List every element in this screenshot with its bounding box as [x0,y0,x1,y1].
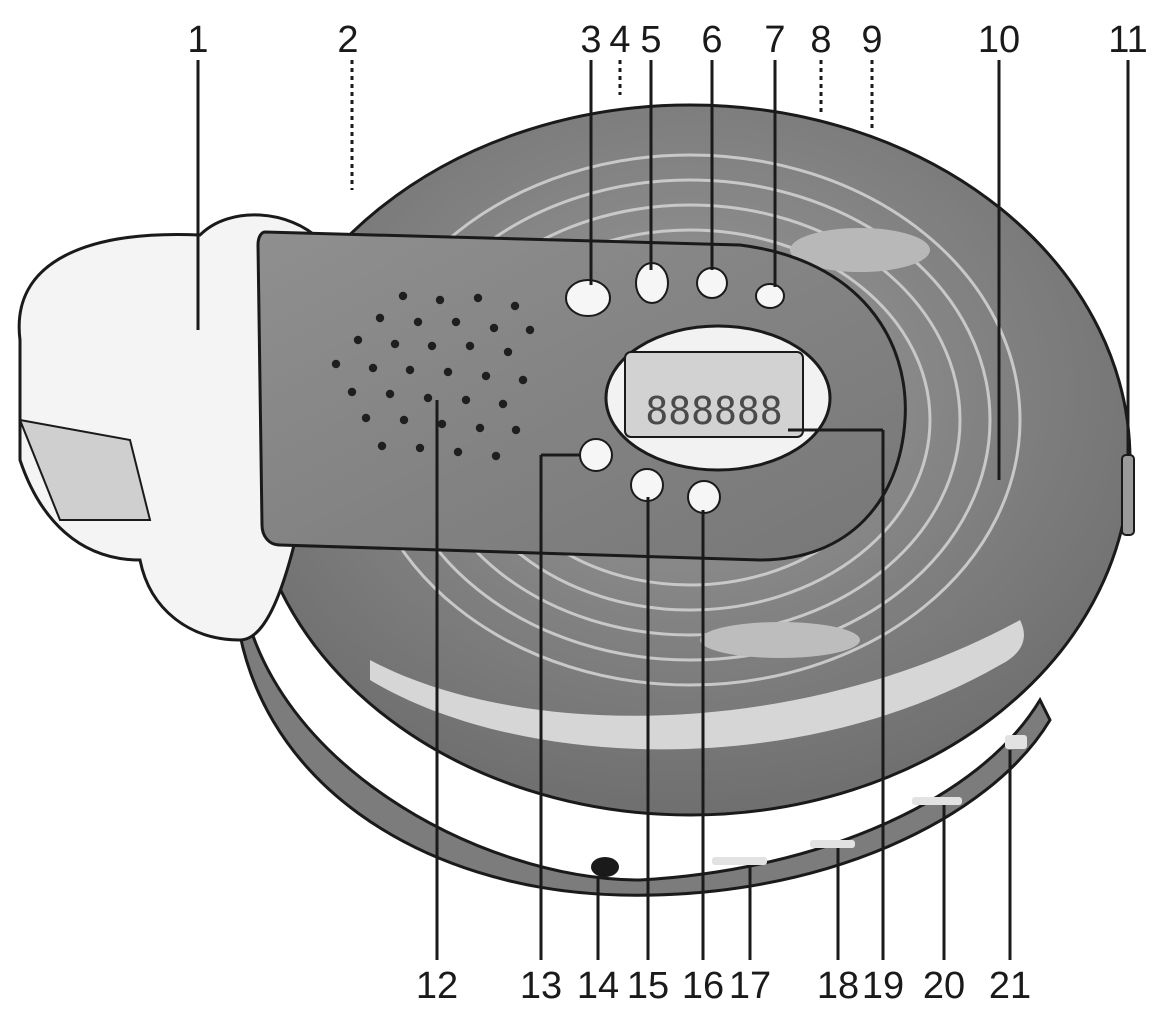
speaker-hole [427,341,437,351]
speaker-hole [385,389,395,399]
callout-label-13: 13 [520,965,562,1007]
callout-label-10: 10 [978,19,1020,61]
speaker-hole [415,443,425,453]
callout-label-4: 4 [609,19,630,61]
speaker-hole [465,341,475,351]
player-base-edge [233,579,1052,897]
speaker-hole [368,363,378,373]
callout-label-3: 3 [580,19,601,61]
callout-label-11: 11 [1108,19,1147,61]
speaker-hole [491,451,501,461]
callout-label-7: 7 [764,19,785,61]
speaker-hole [347,387,357,397]
speaker-hole [399,415,409,425]
button-3 [565,279,611,317]
body-highlight-3 [700,622,860,658]
speaker-hole [518,375,528,385]
speaker-hole [377,441,387,451]
port-18 [810,840,855,848]
callout-label-6: 6 [701,19,722,61]
callout-label-21: 21 [989,965,1031,1007]
speaker-hole [461,395,471,405]
speaker-hole [443,367,453,377]
speaker-hole [423,393,433,403]
speaker-hole [503,347,513,357]
body-highlight [370,620,1024,750]
port-20 [912,797,962,805]
speaker-hole [435,295,445,305]
callout-label-18: 18 [817,965,859,1007]
control-panel-lid [256,230,907,562]
lcd-digits: 888888 [645,389,782,433]
button-6 [696,267,728,299]
speaker-hole [405,365,415,375]
hand-strap-clip [17,213,322,642]
speaker-hole [489,323,499,333]
speaker-hole [353,335,363,345]
callout-label-9: 9 [861,19,882,61]
speaker-grille [331,291,535,461]
speaker-hole [473,293,483,303]
speaker-hole [413,317,423,327]
callout-label-1: 1 [187,19,208,61]
callout-label-15: 15 [627,965,669,1007]
speaker-hole [498,399,508,409]
callout-label-16: 16 [682,965,724,1007]
callout-label-19: 19 [862,965,904,1007]
clip-grip-texture [18,418,152,521]
lcd-display [624,351,804,438]
headphone-jack [591,857,619,877]
callout-label-20: 20 [923,965,965,1007]
callout-label-17: 17 [729,965,771,1007]
button-15 [630,468,664,502]
callout-label-8: 8 [810,19,831,61]
button-13 [579,438,613,472]
speaker-hole [475,423,485,433]
callout-label-14: 14 [577,965,619,1007]
port-21 [1005,735,1027,749]
port-17 [712,857,767,865]
speaker-hole [331,359,341,369]
callout-label-2: 2 [337,19,358,61]
side-switch [1121,454,1135,536]
callout-label-12: 12 [416,965,458,1007]
cd-player-illustration: 888888 [17,103,1135,897]
speaker-hole [525,325,535,335]
speaker-hole [390,339,400,349]
speaker-hole [361,413,371,423]
speaker-hole [398,291,408,301]
speaker-hole [481,371,491,381]
speaker-hole [437,419,447,429]
speaker-hole [511,425,521,435]
speaker-hole [510,301,520,311]
speaker-hole [451,317,461,327]
button-7 [755,283,785,309]
callout-label-5: 5 [640,19,661,61]
body-highlight-2 [790,228,930,272]
button-16 [687,480,721,514]
speaker-hole [453,447,463,457]
speaker-hole [375,313,385,323]
